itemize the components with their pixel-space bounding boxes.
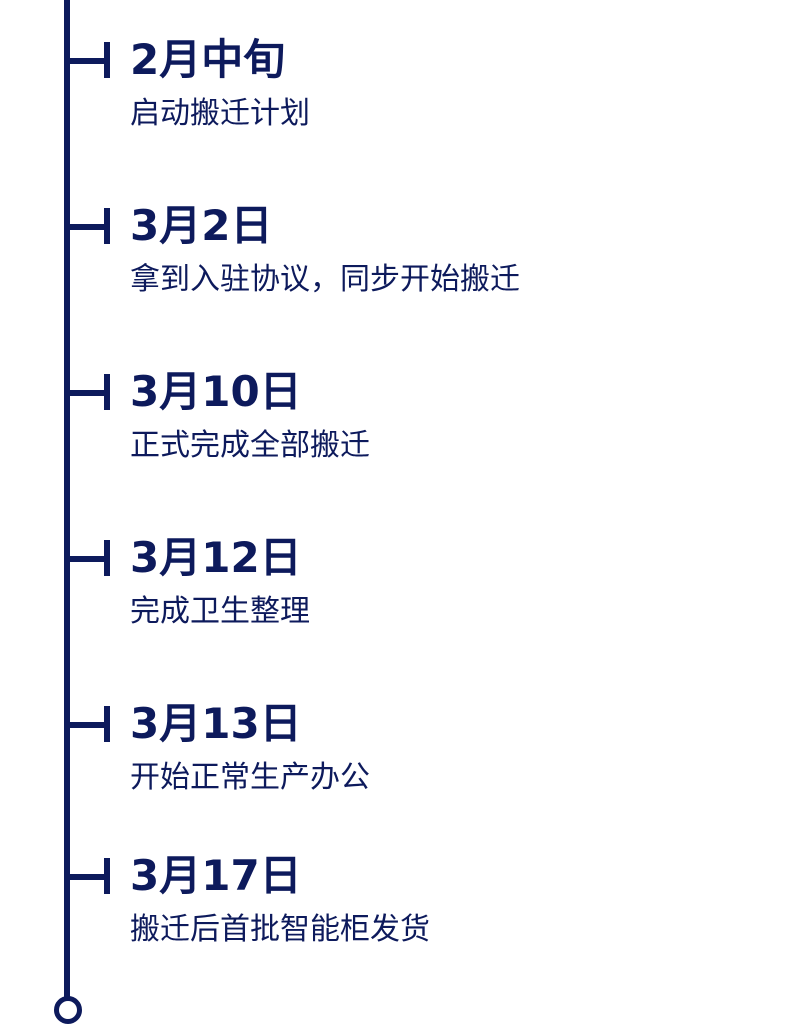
event-date: 3月17日: [130, 851, 302, 900]
timeline-marker: [64, 224, 108, 230]
timeline-marker: [64, 722, 108, 728]
timeline-end-circle: [54, 996, 82, 1024]
timeline-marker-bar: [104, 858, 110, 894]
event-date: 2月中旬: [130, 35, 286, 84]
event-description: 拿到入驻协议，同步开始搬迁: [130, 262, 520, 297]
timeline-event: 3月13日 开始正常生产办公: [0, 698, 800, 818]
timeline-event: 3月12日 完成卫生整理: [0, 532, 800, 652]
timeline-marker-bar: [104, 208, 110, 244]
timeline-event: 3月10日 正式完成全部搬迁: [0, 366, 800, 486]
timeline-line: [64, 0, 70, 1000]
event-description: 正式完成全部搬迁: [130, 428, 370, 463]
timeline-event: 2月中旬 启动搬迁计划: [0, 34, 800, 154]
event-description: 启动搬迁计划: [130, 96, 310, 131]
timeline-marker: [64, 874, 108, 880]
event-date: 3月10日: [130, 367, 302, 416]
timeline-event: 3月17日 搬迁后首批智能柜发货: [0, 850, 800, 970]
timeline-marker-bar: [104, 540, 110, 576]
event-description: 完成卫生整理: [130, 594, 310, 629]
event-description: 开始正常生产办公: [130, 760, 370, 795]
timeline-marker-bar: [104, 42, 110, 78]
event-date: 3月12日: [130, 533, 302, 582]
event-date: 3月2日: [130, 201, 273, 250]
event-date: 3月13日: [130, 699, 302, 748]
timeline-marker: [64, 556, 108, 562]
timeline-marker-bar: [104, 706, 110, 742]
timeline-marker-bar: [104, 374, 110, 410]
timeline-marker: [64, 390, 108, 396]
event-description: 搬迁后首批智能柜发货: [130, 912, 430, 947]
timeline-marker: [64, 58, 108, 64]
timeline-event: 3月2日 拿到入驻协议，同步开始搬迁: [0, 200, 800, 320]
